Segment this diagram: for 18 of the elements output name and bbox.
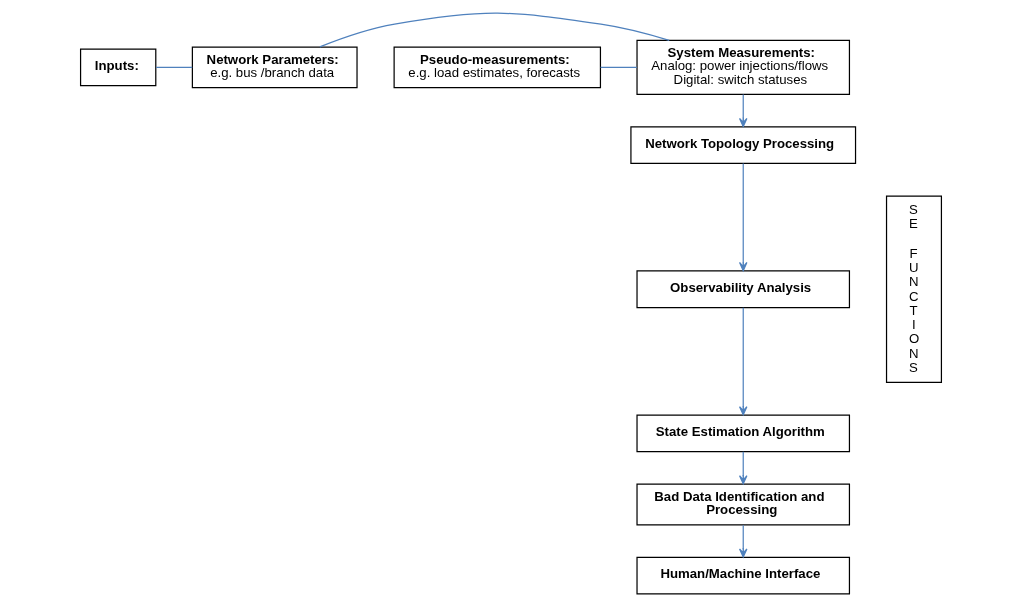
node-box: Network Topology Processing xyxy=(629,125,856,164)
arrow xyxy=(738,524,747,558)
arrow xyxy=(738,306,747,415)
connector xyxy=(318,12,670,48)
node-box: Bad Data Identification and Processing xyxy=(635,483,850,525)
node-box: System Measurements: Analog: power injections/flows Digital: switch statuses xyxy=(635,39,850,95)
connector xyxy=(599,66,637,68)
node-box: State Estimation Algorithm xyxy=(635,413,850,452)
node-box: Inputs: xyxy=(79,47,156,86)
arrow xyxy=(738,450,747,484)
node-box: Observability Analysis xyxy=(635,269,850,308)
node-box: Human/Machine Interface xyxy=(635,556,850,595)
node-box: Pseudo-measurements: e.g. load estimates, forecasts xyxy=(393,45,601,88)
node-box: Network Parameters: e.g. bus /branch data xyxy=(191,45,358,88)
arrow xyxy=(738,162,747,271)
node-box: SE FUNCTIONS xyxy=(885,195,942,383)
connector xyxy=(155,66,193,68)
arrow xyxy=(738,93,747,127)
